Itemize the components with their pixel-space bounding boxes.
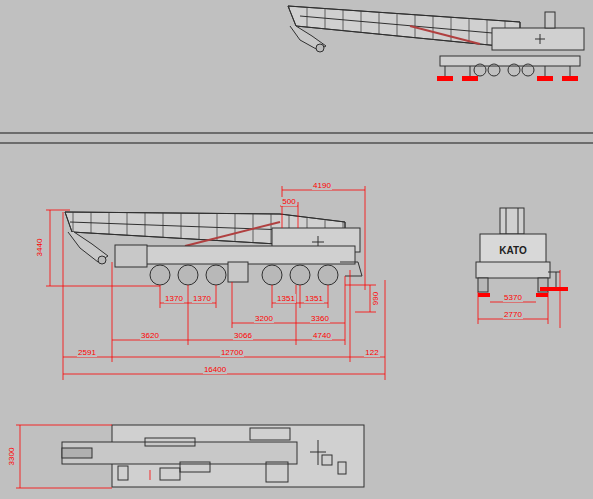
dimension-text: 12700 — [220, 348, 244, 357]
dimension-text: 3200 — [254, 314, 274, 323]
dimension-text: 3440 — [35, 237, 44, 257]
dimension-text: 3066 — [233, 331, 253, 340]
dimension-text: 500 — [281, 197, 296, 206]
dimension-text: 3620 — [140, 331, 160, 340]
dimension-text: 16400 — [203, 365, 227, 374]
brand-lettering: KATO — [498, 245, 527, 256]
dimension-text: 1370 — [164, 294, 184, 303]
dimension-text: 4740 — [312, 331, 332, 340]
dimension-text: 1370 — [192, 294, 212, 303]
dimension-text: 122 — [364, 348, 379, 357]
dimension-text: 4190 — [312, 181, 332, 190]
dimension-text: 3360 — [310, 314, 330, 323]
dimension-text: 1351 — [276, 294, 296, 303]
dimension-text: 2770 — [503, 310, 523, 319]
dimension-text: 1351 — [304, 294, 324, 303]
dimension-text: 3300 — [7, 446, 16, 466]
dimension-text: 990 — [371, 290, 380, 305]
dimension-text: 2591 — [77, 348, 97, 357]
dimension-text: 5370 — [503, 293, 523, 302]
